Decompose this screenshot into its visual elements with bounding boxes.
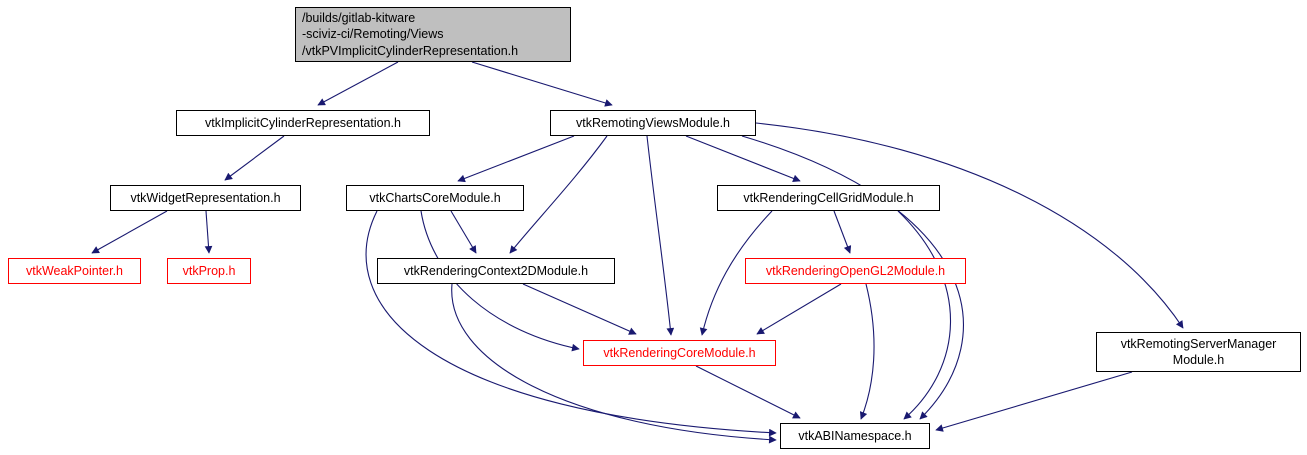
edge-cellgrid-to-core: [699, 210, 773, 336]
graph-node-implicit[interactable]: vtkImplicitCylinderRepresentation.h: [176, 110, 430, 136]
edge-implicit-to-widget: [224, 135, 285, 181]
edge-root-to-implicit: [317, 61, 399, 106]
graph-node-widget[interactable]: vtkWidgetRepresentation.h: [110, 185, 301, 211]
edge-srvmgr-to-abi: [935, 371, 1133, 432]
graph-node-cellgrid[interactable]: vtkRenderingCellGridModule.h: [717, 185, 940, 211]
edge-views-to-srvmgr: [755, 122, 1184, 329]
edge-widget-to-prop: [204, 210, 213, 254]
edge-views-to-cellgrid: [685, 135, 801, 183]
graph-node-weak[interactable]: vtkWeakPointer.h: [8, 258, 141, 284]
edge-core-to-abi: [695, 365, 801, 419]
edge-ctx2d-to-core: [522, 283, 637, 335]
graph-node-ogl2[interactable]: vtkRenderingOpenGL2Module.h: [745, 258, 966, 284]
graph-node-root[interactable]: /builds/gitlab-kitware -sciviz-ci/Remoti…: [295, 7, 571, 62]
edge-cellgrid-to-abi: [897, 210, 951, 420]
graph-node-charts[interactable]: vtkChartsCoreModule.h: [346, 185, 524, 211]
graph-node-srvmgr[interactable]: vtkRemotingServerManager Module.h: [1096, 332, 1301, 372]
edge-ogl2-to-abi: [859, 283, 875, 420]
edge-widget-to-weak: [91, 210, 168, 254]
edge-root-to-views: [471, 61, 613, 107]
edge-views-to-ctx2d: [509, 135, 608, 254]
edge-charts-to-abi: [365, 210, 777, 437]
graph-node-views[interactable]: vtkRemotingViewsModule.h: [550, 110, 756, 136]
graph-node-prop[interactable]: vtkProp.h: [167, 258, 251, 284]
edge-views-to-charts: [457, 135, 575, 183]
edge-views-to-core: [646, 135, 675, 336]
edge-cellgrid-to-ogl2: [833, 210, 852, 254]
graph-node-core[interactable]: vtkRenderingCoreModule.h: [583, 340, 776, 366]
edge-charts-to-core: [420, 210, 580, 352]
edge-ogl2-to-core: [756, 283, 842, 335]
edge-charts-to-ctx2d: [450, 210, 477, 254]
graph-node-abi[interactable]: vtkABINamespace.h: [780, 423, 930, 449]
graph-node-ctx2d[interactable]: vtkRenderingContext2DModule.h: [377, 258, 615, 284]
edge-ctx2d-to-abi: [451, 283, 777, 444]
